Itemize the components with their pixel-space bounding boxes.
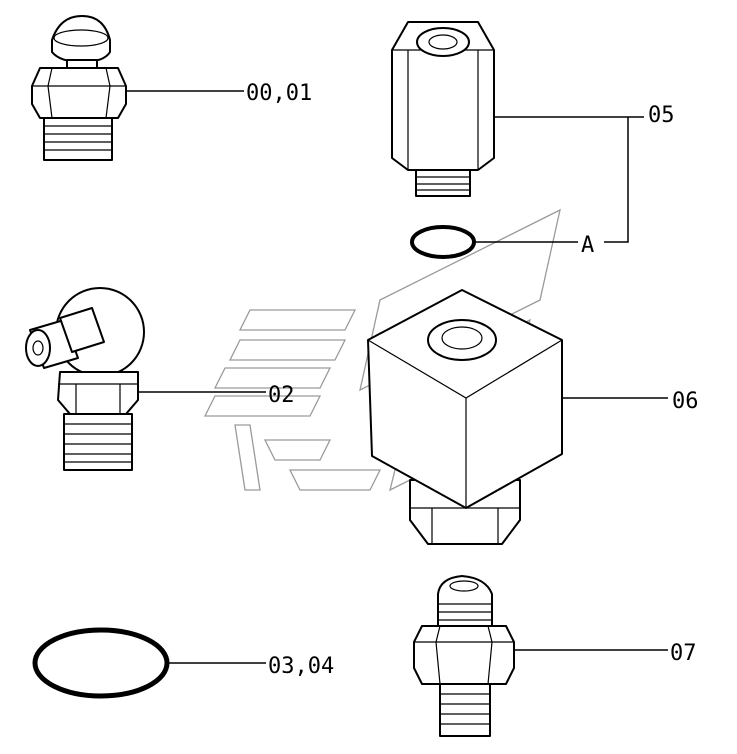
label-a: A (581, 233, 594, 258)
connector (413, 575, 515, 737)
label-02: 02 (268, 383, 295, 408)
oring-small (410, 225, 476, 259)
label-06: 06 (672, 389, 699, 414)
label-05: 05 (648, 103, 675, 128)
bracket-05-a (604, 117, 629, 243)
oring-large (32, 627, 170, 699)
label-07: 07 (670, 641, 697, 666)
block-adapter (367, 289, 563, 545)
label-03-04: 03,04 (268, 654, 334, 679)
grease-nipple-straight (31, 15, 127, 161)
adapter-long (391, 21, 495, 197)
label-00-01: 00,01 (246, 81, 312, 106)
grease-nipple-angled (25, 287, 145, 471)
